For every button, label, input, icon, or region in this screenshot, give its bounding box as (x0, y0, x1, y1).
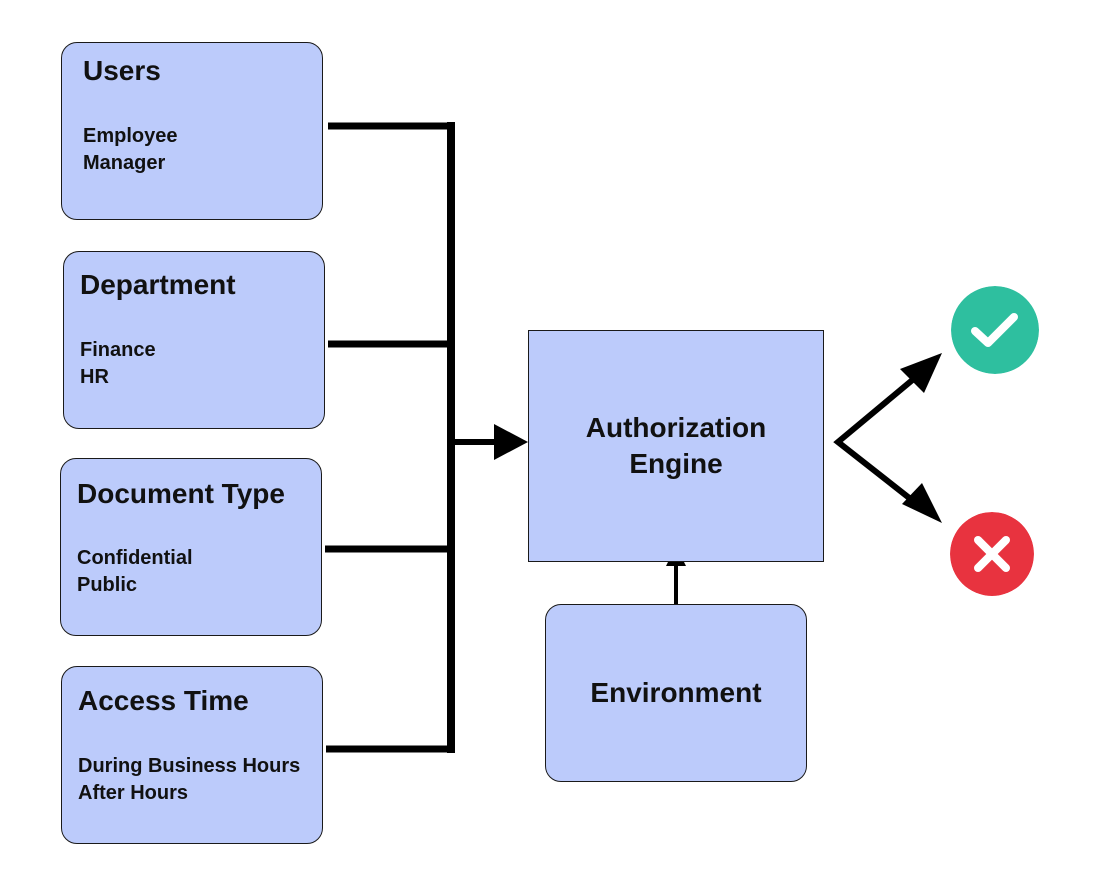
authorization-engine-title: Authorization Engine (585, 412, 767, 479)
close-icon (950, 512, 1034, 596)
authorization-engine-node: Authorization Engine (528, 330, 824, 562)
department-items: Finance HR (80, 337, 156, 391)
access-time-node: Access Time During Business Hours After … (61, 666, 323, 844)
department-node: Department Finance HR (63, 251, 325, 429)
x-mark-stroke (974, 536, 1010, 572)
allow-circle (951, 286, 1039, 374)
arrowhead-to-engine (494, 424, 528, 460)
document-type-title: Document Type (77, 478, 285, 509)
department-title: Department (80, 269, 236, 300)
check-icon (951, 286, 1039, 374)
check-mark (971, 313, 1018, 347)
arrowhead-allow (900, 353, 942, 393)
users-items: Employee Manager (83, 123, 177, 177)
document-type-node: Document Type Confidential Public (60, 458, 322, 636)
access-time-items: During Business Hours After Hours (78, 753, 300, 807)
access-time-item: After Hours (78, 782, 189, 804)
connector-outcomes (833, 369, 924, 511)
department-item: HR (80, 366, 109, 388)
users-item: Employee (83, 125, 178, 147)
access-time-item: During Business Hours (78, 755, 301, 777)
users-item: Manager (83, 152, 166, 174)
document-type-item: Public (77, 574, 138, 596)
users-title: Users (83, 55, 161, 86)
document-type-item: Confidential (77, 547, 193, 569)
document-type-items: Confidential Public (77, 545, 193, 599)
access-time-title: Access Time (78, 685, 249, 716)
users-node: Users Employee Manager (61, 42, 323, 220)
environment-title: Environment (590, 677, 762, 708)
department-item: Finance (80, 339, 156, 361)
environment-node: Environment (545, 604, 807, 782)
arrowhead-deny (902, 483, 942, 523)
